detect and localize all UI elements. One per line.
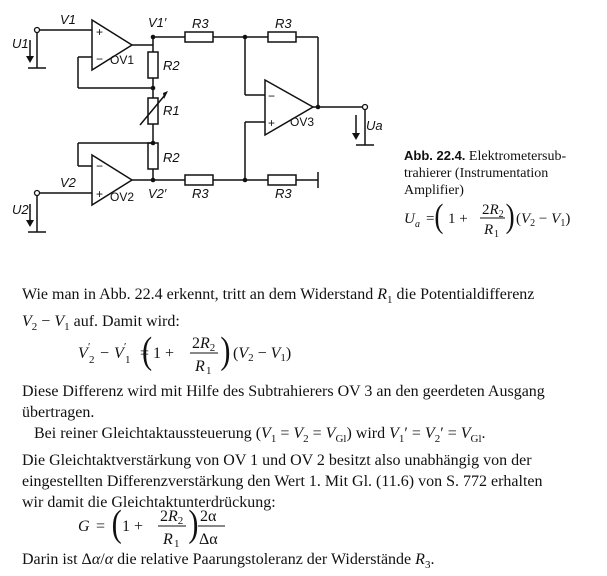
p3-line1: Bei reiner Gleichtaktaussteuerung	[34, 425, 252, 442]
p3-line3: eingestellten Differenzverstärkung den W…	[22, 473, 543, 491]
label-u2: U2	[12, 202, 29, 217]
svg-text:R: R	[162, 531, 173, 548]
label-ov2: OV2	[110, 190, 134, 204]
caption-label: Abb. 22.4.	[404, 148, 466, 163]
svg-text:′: ′	[88, 341, 90, 353]
svg-text:(: (	[112, 503, 122, 545]
svg-text:2R2: 2R2	[192, 335, 215, 354]
svg-text:R: R	[194, 358, 205, 375]
paragraph-1: Wie man in Abb. 22.4 erkennt, tritt an d…	[22, 286, 535, 334]
svg-text:1: 1	[494, 229, 499, 240]
p3-line4: wir damit die Gleichtaktunterdrückung:	[22, 494, 276, 512]
svg-text:U: U	[404, 211, 416, 227]
caption-line-3: Amplifier)	[404, 183, 464, 198]
svg-text:V: V	[114, 345, 126, 362]
caption-line-2: trahierer (Instrumentation	[404, 166, 549, 181]
paragraph-2: Diese Differenz wird mit Hilfe des Subtr…	[22, 381, 587, 423]
label-u1: U1	[12, 36, 29, 51]
p1-line1: Wie man in Abb. 22.4 erkennt, tritt an d…	[22, 286, 374, 303]
svg-text:G: G	[78, 518, 90, 535]
p1-line2: auf. Damit wird:	[73, 313, 180, 331]
label-r3-top2: R3	[275, 16, 292, 31]
label-r3-top: R3	[192, 16, 209, 31]
svg-text:=: =	[426, 211, 434, 227]
svg-text:−: −	[96, 159, 103, 173]
p4-line1: Darin ist	[22, 551, 78, 568]
svg-text:2: 2	[89, 354, 95, 366]
svg-text:): )	[220, 330, 230, 372]
svg-text:+: +	[96, 187, 103, 201]
opamp-ov3	[264, 78, 315, 137]
svg-text:=: =	[96, 518, 105, 535]
svg-text:(V2 − V1): (V2 − V1)	[516, 211, 570, 229]
svg-text:(: (	[142, 330, 152, 372]
caption-line-1: Elektrometersub-	[468, 149, 567, 164]
svg-text:+: +	[268, 116, 275, 130]
eq2-delta-alpha: Δα	[199, 531, 218, 548]
svg-text:(V2 − V1): (V2 − V1)	[233, 345, 291, 364]
label-v2p: V2′	[148, 186, 167, 201]
svg-text:+: +	[96, 25, 103, 39]
svg-text:1 +: 1 +	[122, 518, 143, 535]
label-r3-bot2: R3	[275, 186, 292, 201]
svg-text:V: V	[78, 345, 90, 362]
svg-text:): )	[506, 197, 515, 235]
p3-line2: Die Gleichtaktverstärkung von OV 1 und O…	[22, 452, 532, 470]
circuit-diagram: + − − + − + V1 U1 V1′ R3 R3 R2 R1 R2 V2 …	[12, 12, 383, 233]
label-v2: V2	[60, 175, 77, 190]
paragraph-3: Bei reiner Gleichtaktaussteuerung (V1 = …	[22, 425, 543, 512]
label-v1p: V1′	[148, 15, 167, 30]
p1-mid: die Potentialdifferenz	[396, 286, 535, 303]
svg-text:1 +: 1 +	[448, 211, 468, 227]
svg-text:1: 1	[125, 354, 131, 366]
eq1-one-plus: 1 +	[153, 345, 174, 362]
label-r1: R1	[163, 103, 180, 118]
label-ua: Ua	[366, 118, 383, 133]
opamp-ov1	[91, 18, 134, 72]
svg-text:−: −	[96, 52, 103, 66]
opamp-ov2	[91, 153, 134, 207]
svg-text:R: R	[483, 222, 493, 238]
label-r3-bot: R3	[192, 186, 209, 201]
p2-line1: Diese Differenz wird mit Hilfe des Subtr…	[22, 383, 545, 400]
svg-text:a: a	[415, 219, 420, 230]
p4-tail: die relative Paarungstoleranz der Widers…	[117, 551, 412, 568]
label-r2-top: R2	[163, 58, 180, 73]
label-v1: V1	[60, 12, 76, 27]
caption-formula: U a = ( 1 + 2R2 R 1 ) (V2 − V1)	[404, 197, 570, 240]
svg-text:): )	[188, 503, 198, 545]
svg-text:1: 1	[174, 538, 180, 550]
paragraph-4: Darin ist Δα/α die relative Paarungstole…	[22, 551, 435, 572]
label-r2-bot: R2	[163, 150, 180, 165]
label-ov1: OV1	[110, 53, 134, 67]
svg-text:−: −	[268, 89, 275, 103]
svg-text:−: −	[100, 345, 109, 362]
svg-text:2R2: 2R2	[482, 202, 504, 220]
figure-caption: Abb. 22.4. Elektrometersub- trahierer (I…	[404, 147, 604, 199]
svg-text:(: (	[434, 197, 443, 235]
svg-text:1: 1	[206, 365, 212, 377]
label-ov3: OV3	[290, 115, 314, 129]
svg-text:′: ′	[124, 341, 126, 353]
svg-text:2R2: 2R2	[160, 508, 183, 527]
eq2-two-alpha: 2α	[200, 508, 217, 525]
svg-text:=: =	[140, 345, 149, 362]
p2-line2: übertragen.	[22, 404, 95, 421]
